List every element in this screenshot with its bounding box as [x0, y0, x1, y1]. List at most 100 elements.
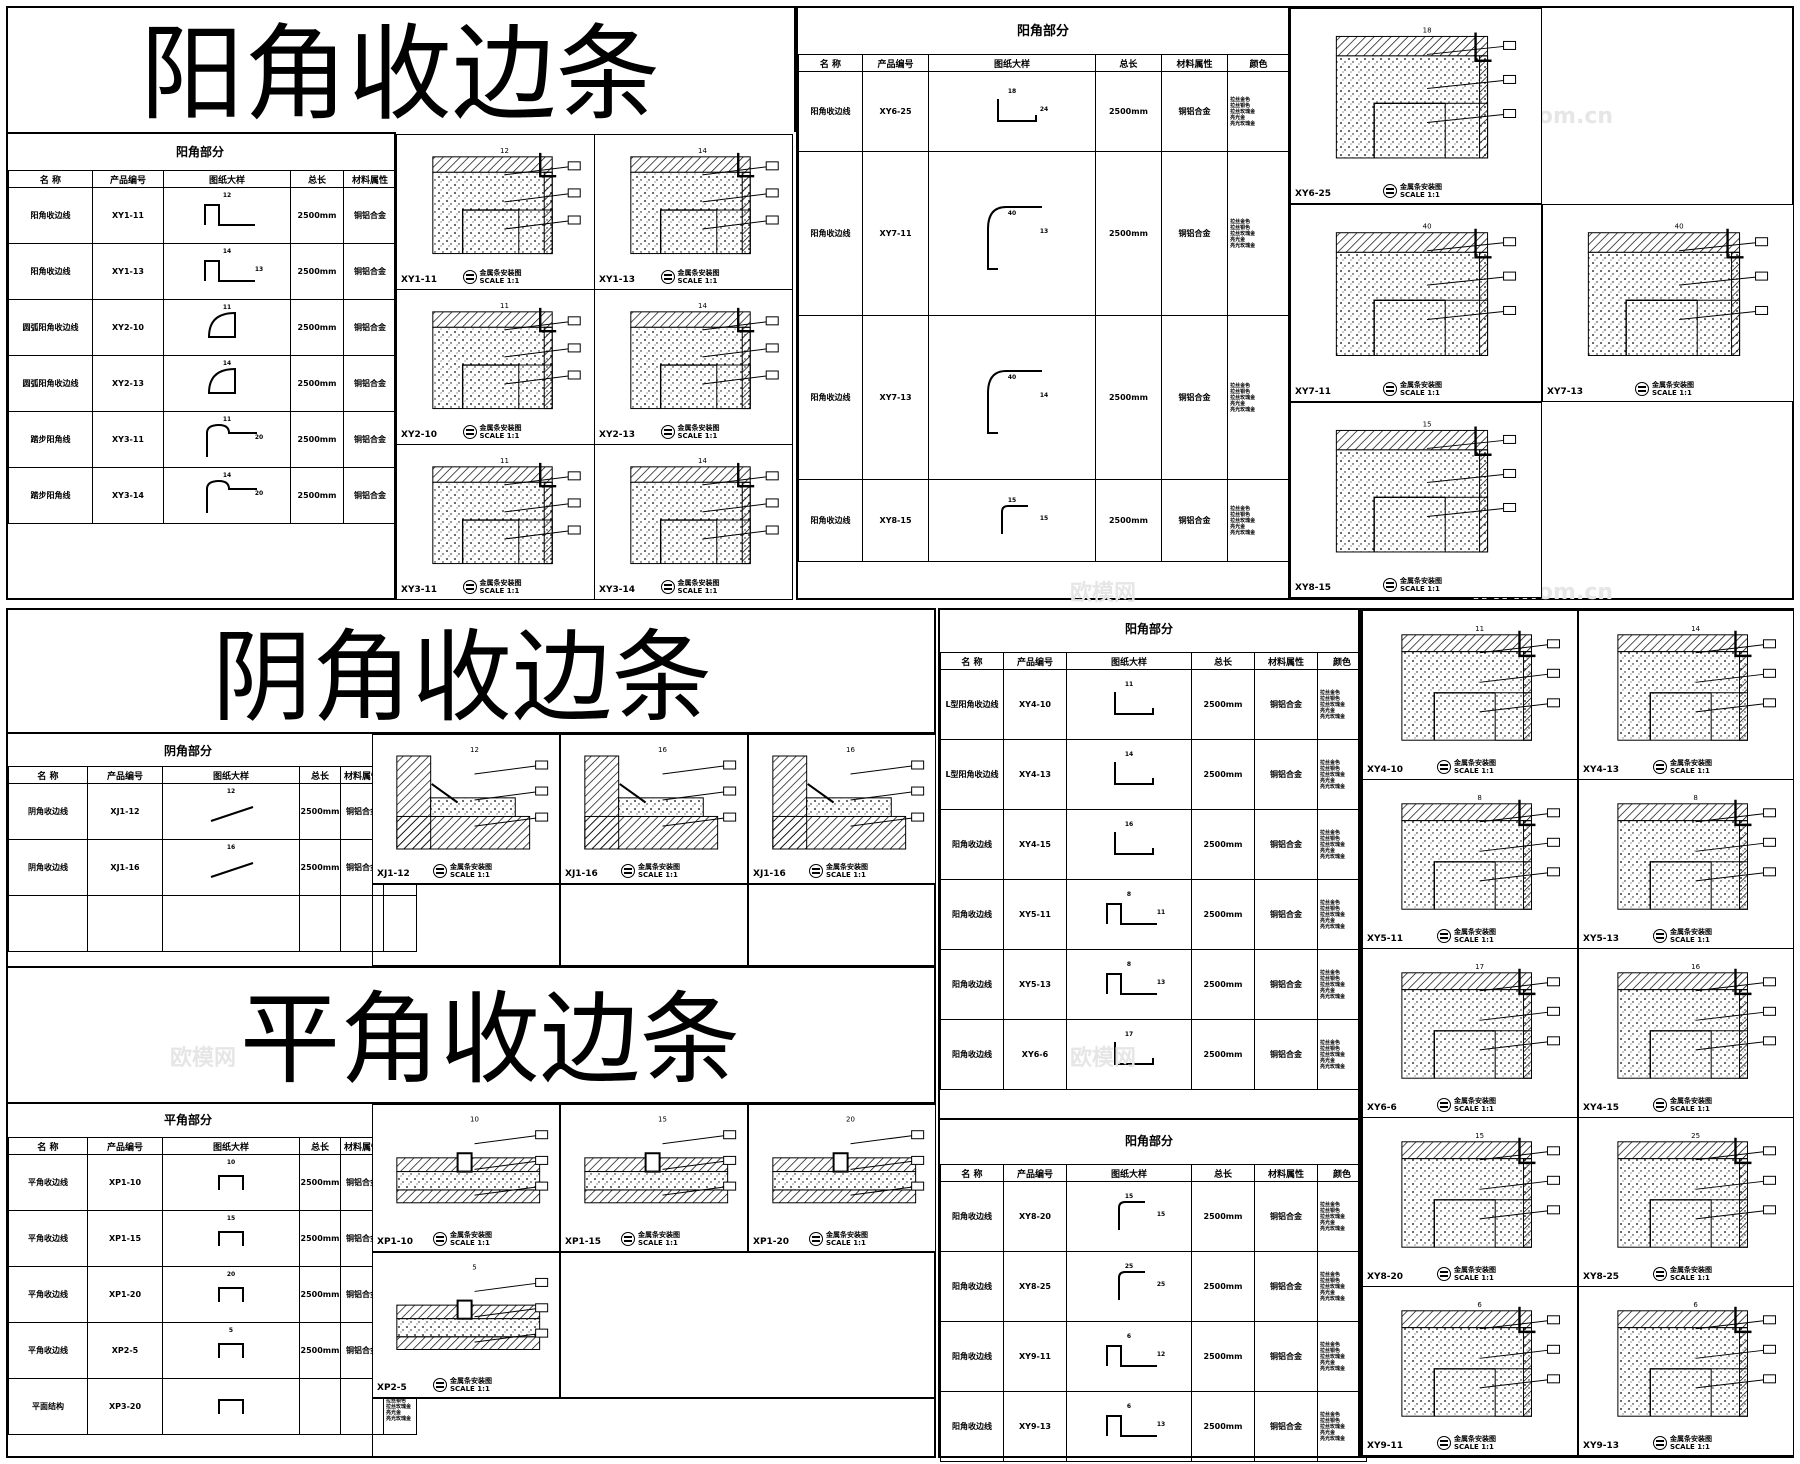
detail-code-label: XY2-10 — [401, 430, 437, 440]
table-row: 平角收边线XP1-15152500mm铜铝合金拉丝金色拉丝银色拉丝玫瑰金亮光金亮… — [8, 1210, 417, 1267]
title-yang: 阳角收边条 — [140, 13, 661, 135]
length-cell: 2500mm — [290, 411, 344, 468]
material-cell: 铜铝合金 — [343, 355, 397, 412]
dimension-label: 16 — [658, 746, 667, 754]
name-cell — [8, 895, 88, 952]
install-drawing: 14 — [630, 302, 779, 410]
dimension-label: 16 — [1125, 821, 1133, 828]
dimension-label: 11 — [223, 416, 231, 423]
divider — [6, 732, 936, 734]
dimension-label: 15 — [658, 1116, 667, 1124]
name-cell: 圆弧阳角收边线 — [8, 355, 93, 412]
table-header: 名 称 — [8, 1137, 88, 1155]
dimension-label: 18 — [1423, 26, 1432, 34]
section-symbol-icon — [660, 425, 675, 439]
table-row — [8, 895, 417, 952]
color-cell: 拉丝金色拉丝银色拉丝玫瑰金亮光金亮光玫瑰金 — [1317, 1391, 1367, 1462]
length-cell: 2500mm — [299, 783, 341, 840]
detail-code-label: XY5-11 — [1367, 934, 1403, 944]
length-cell: 2500mm — [1094, 315, 1162, 480]
table-header: 产品编号 — [87, 766, 163, 784]
profile-drawing: 612 — [1106, 1333, 1165, 1367]
length-cell: 2500mm — [1094, 71, 1162, 152]
dimension-label: 40 — [1008, 374, 1016, 381]
install-label: 金属条安装图 — [638, 1231, 680, 1239]
material-cell: 铜铝合金 — [1254, 879, 1318, 950]
name-cell: 阳角收边线 — [798, 315, 863, 480]
table-row: 阴角收边线XJ1-16162500mm铜铝合金拉丝金色拉丝银色拉丝玫瑰金亮光金亮… — [8, 839, 417, 896]
table-header: 产品编号 — [87, 1137, 163, 1155]
table-header: 材料属性 — [1254, 1164, 1318, 1182]
dimension-label: 6 — [1127, 1333, 1131, 1340]
divider — [938, 1118, 1360, 1120]
install-drawing: 16 — [584, 746, 737, 850]
dimension-label: 16 — [846, 746, 855, 754]
detail-code-label: XY5-13 — [1583, 934, 1619, 944]
dimension-label: 10 — [227, 1159, 235, 1166]
dimension-label: 6 — [1127, 1403, 1131, 1410]
code-cell: XY9-13 — [1003, 1391, 1067, 1462]
profile-cell: 10 — [162, 1154, 300, 1211]
detail-code-label: XP1-10 — [377, 1237, 414, 1247]
section-symbol-icon — [1383, 184, 1397, 198]
install-label: 金属条安装图 — [826, 1231, 868, 1239]
detail-code-label: XJ1-16 — [565, 869, 598, 879]
table-header: 名 称 — [940, 1164, 1004, 1182]
dimension-label: 15 — [227, 1215, 235, 1222]
install-label: 金属条安装图 — [1652, 381, 1694, 389]
profile-cell — [162, 1378, 300, 1435]
section-symbol-icon — [433, 864, 447, 878]
table-header: 总长 — [1094, 54, 1162, 72]
install-label: 金属条安装图 — [1454, 928, 1496, 936]
install-label: 金属条安装图 — [1670, 928, 1712, 936]
profile-drawing: 12 — [204, 192, 255, 226]
length-cell — [299, 895, 341, 952]
table-header: 材料属性 — [1254, 652, 1318, 670]
table-header: 名 称 — [940, 652, 1004, 670]
detail-code-label: XY2-13 — [599, 430, 635, 440]
detail-code-label: XJ1-12 — [377, 869, 410, 879]
section-symbol-icon — [1653, 1267, 1667, 1281]
name-cell: 平角收边线 — [8, 1210, 88, 1267]
detail-code-label: XP1-20 — [753, 1237, 790, 1247]
length-cell: 2500mm — [1094, 479, 1162, 562]
profile-cell: 5 — [162, 1322, 300, 1379]
code-cell: XY2-13 — [92, 355, 164, 412]
scale-label: SCALE 1:1 — [450, 1385, 490, 1393]
name-cell: L型阳角收边线 — [940, 739, 1004, 810]
install-drawing: 6 — [1401, 1301, 1560, 1417]
color-cell — [383, 895, 417, 952]
install-drawing: 12 — [432, 147, 581, 255]
scale-label: SCALE 1:1 — [677, 277, 718, 285]
table-row: 圆弧阳角收边线XY2-10112500mm铜铝合金拉丝金色拉丝银色拉丝玫瑰金亮光… — [8, 299, 442, 356]
section-symbol-icon — [462, 270, 477, 284]
length-cell: 2500mm — [290, 355, 344, 412]
length-cell: 2500mm — [299, 1266, 341, 1323]
install-label: 金属条安装图 — [1400, 183, 1442, 191]
color-cell: 拉丝金色拉丝银色拉丝玫瑰金亮光金亮光玫瑰金 — [1317, 739, 1367, 810]
profile-drawing: 12 — [210, 788, 254, 822]
